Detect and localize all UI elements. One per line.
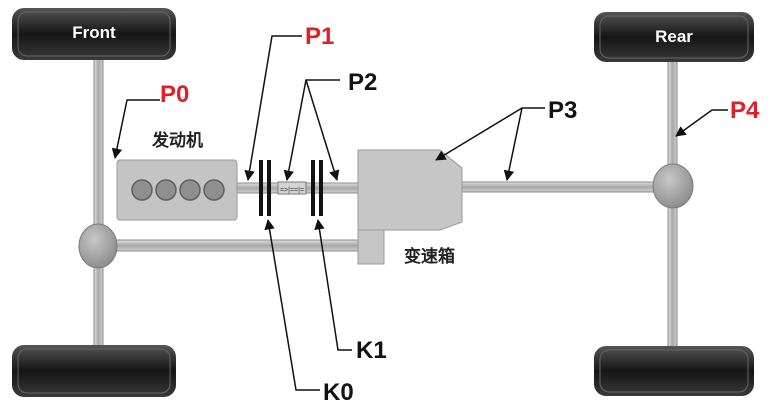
p4-label: P4 [730,97,760,124]
p2-pointer-right [305,79,340,182]
cylinder-4 [203,179,225,201]
p0-label: P0 [160,81,189,108]
rear-label: Rear [655,27,693,46]
p4-pointer [675,109,728,137]
p2-motor-shaft-section [277,181,307,195]
rear-right-wheel [594,346,754,396]
k1-label: K1 [356,337,387,364]
front-differential [78,223,118,269]
k1-pointer [314,218,352,351]
p1-pointer [244,35,302,182]
p3-pointer-shaft [503,107,523,182]
cylinder-2 [155,179,177,201]
p2-label: P2 [348,69,377,96]
gearbox [357,149,463,265]
front-right-wheel [12,345,176,397]
p0-pointer [111,99,160,160]
k0-label: K0 [323,379,354,406]
p1-label: P1 [305,23,334,50]
rear-left-wheel: Rear [594,12,754,62]
k0-pointer [264,218,320,391]
cylinder-3 [179,179,201,201]
engine-label: 发动机 [151,130,203,150]
clutch-k0-plate-a [259,160,263,216]
clutch-k0-plate-b [267,160,271,216]
front-left-wheel: Front [12,8,176,60]
cylinder-1 [131,179,153,201]
front-left-vertical-axle [93,57,104,354]
shaft-mark: =>|==|= [280,187,304,194]
p3-pointer-gearbox [435,107,545,161]
rear-propeller-shaft [461,181,673,193]
engine [116,159,238,221]
rear-differential [652,163,694,209]
clutch-k1-plate-a [311,160,315,216]
gearbox-label: 变速箱 [404,246,455,266]
front-label: Front [72,23,116,42]
p3-label: P3 [548,97,577,124]
clutch-k1-plate-b [319,160,323,216]
